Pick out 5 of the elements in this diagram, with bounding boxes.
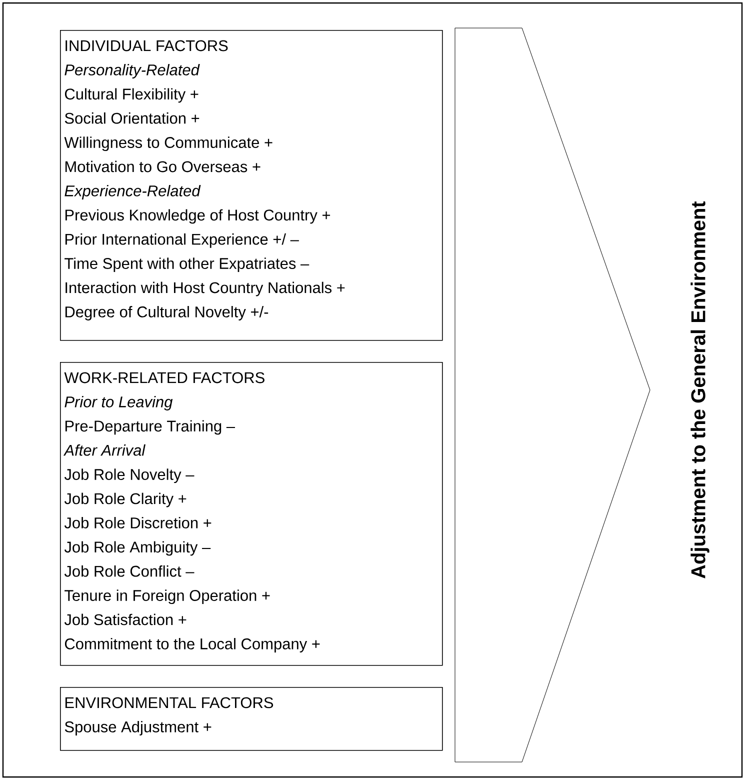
outcome-label: Adjustment to the General Environment xyxy=(690,201,710,578)
factor-box: WORK-RELATED FACTORS Prior to Leaving Pre-Departure Training – After Arrival Job Role Novelty – Job Role Clarity + Job Role Discretion + Job Role Ambiguity – Job Role Conflict – Tenure in Foreign Operation + Job Satisfaction + Commitment to the Local Company + xyxy=(60,362,443,666)
factor-box: ENVIRONMENTAL FACTORS Spouse Adjustment + xyxy=(60,687,443,751)
chevron-arrow xyxy=(454,28,650,762)
factor-box: INDIVIDUAL FACTORS Personality-Related Cultural Flexibility + Social Orientation + Willingness to Communicate + Motivation to Go Overseas + Experience-Related Previous Knowledge of Host Country + Prior International Experience +/ – Time Spent with other Expatriates – Interaction with Host Country Nationals + Degree of Cultural Novelty +/- xyxy=(60,30,443,341)
